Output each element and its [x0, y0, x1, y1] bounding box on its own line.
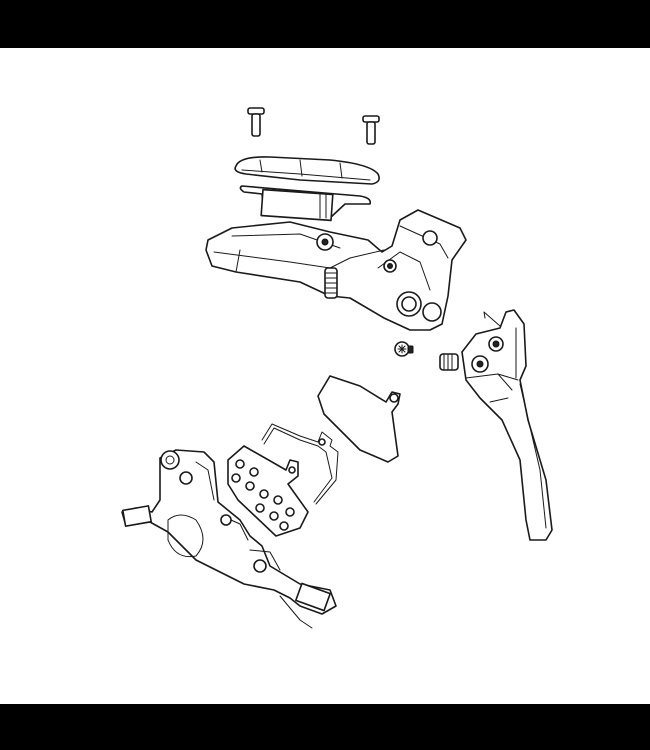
screw-left-icon — [247, 107, 265, 137]
brake-pad-back-icon — [317, 375, 401, 463]
letterbox-bottom — [0, 704, 650, 750]
caliper-icon — [121, 449, 337, 629]
brake-lever-icon — [439, 309, 553, 541]
diagram-canvas — [0, 48, 650, 704]
master-cylinder-icon — [205, 209, 467, 331]
brake-pad-front-icon — [227, 445, 309, 537]
reservoir-diaphragm-icon — [239, 185, 372, 222]
screw-right-icon — [362, 115, 380, 145]
reservoir-cap-icon — [234, 156, 380, 185]
pad-spring-icon — [261, 423, 339, 505]
small-bolt-icon — [394, 341, 414, 357]
letterbox-top — [0, 0, 650, 48]
brake-exploded-diagram — [121, 107, 553, 629]
